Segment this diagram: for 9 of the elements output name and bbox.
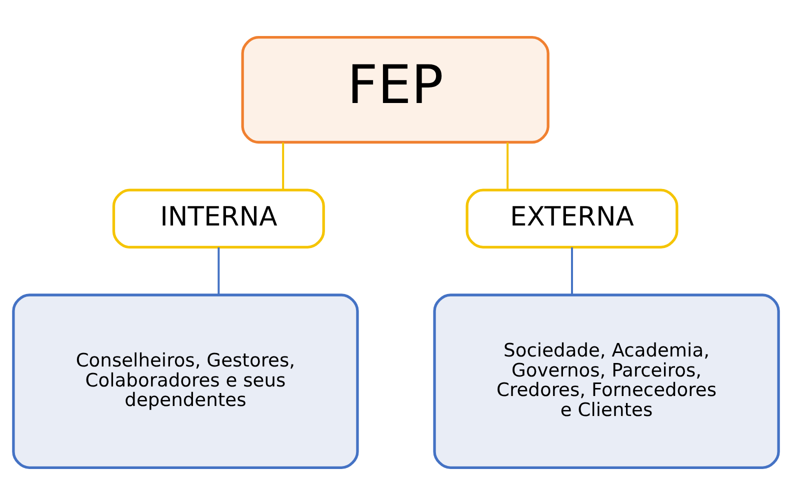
node-box: INTERNA bbox=[112, 188, 325, 248]
connector bbox=[218, 246, 220, 294]
connector bbox=[571, 246, 573, 294]
node-box: FEP bbox=[241, 35, 550, 144]
connector bbox=[282, 142, 284, 190]
node-box: Conselheiros, Gestores, Colaboradores e seus dependentes bbox=[12, 293, 359, 469]
connector bbox=[506, 142, 509, 190]
node-box: Sociedade, Academia, Governos, Parceiros, Credores, Fornecedores e Clientes bbox=[433, 293, 780, 469]
node-box: EXTERNA bbox=[466, 188, 678, 248]
